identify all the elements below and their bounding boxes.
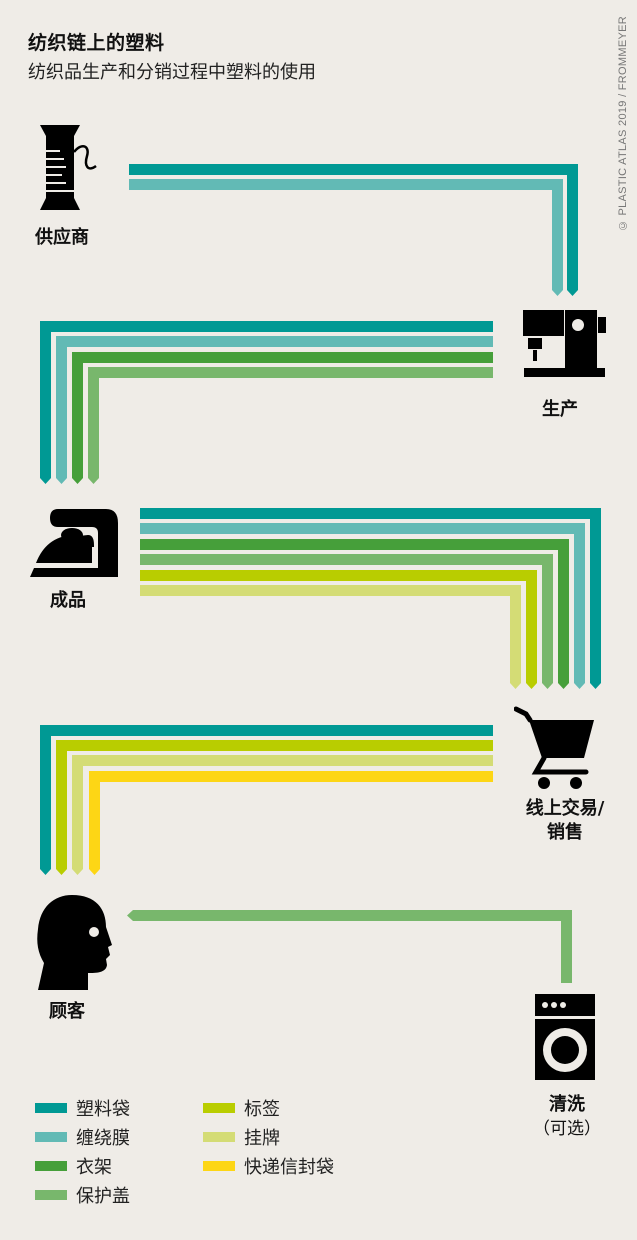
stage-label-online-retail-line2: 销售: [547, 822, 583, 843]
legend-swatch: [203, 1132, 235, 1142]
stage-label-washing-optional: （可选）: [533, 1119, 601, 1139]
flow-washing-to-customer: [127, 910, 572, 983]
stage-label-washing: 清洗 （可选）: [522, 1093, 612, 1141]
stage-label-customer: 顾客: [49, 1001, 85, 1022]
legend-swatch: [203, 1161, 235, 1171]
thread-spool-icon: [30, 122, 120, 218]
legend-item-hanger: 衣架: [35, 1153, 112, 1179]
legend-swatch: [203, 1103, 235, 1113]
flow-production-to-finished: [40, 321, 493, 484]
legend-label: 标签: [244, 1099, 280, 1120]
head-silhouette-icon: [36, 893, 116, 997]
legend-swatch: [35, 1161, 67, 1171]
flow-finished-to-retail: [140, 508, 601, 689]
legend-item-plastic-bag: 塑料袋: [35, 1095, 130, 1121]
flow-retail-to-customer: [40, 725, 493, 875]
legend-label: 挂牌: [244, 1128, 280, 1149]
legend-swatch: [35, 1190, 67, 1200]
page-title: 纺织链上的塑料: [28, 32, 165, 54]
legend-swatch: [35, 1132, 67, 1142]
legend-label: 保护盖: [76, 1186, 130, 1207]
stage-label-online-retail-line1: 线上交易/: [525, 798, 605, 819]
flow-supplier-to-production: [129, 164, 578, 296]
stage-label-washing-main: 清洗: [549, 1094, 585, 1115]
stage-label-finished-goods: 成品: [50, 590, 86, 611]
legend-label: 塑料袋: [76, 1099, 130, 1120]
legend-label: 衣架: [76, 1157, 112, 1178]
legend-item-hang-tag: 挂牌: [203, 1124, 280, 1150]
legend-item-mailer-bag: 快递信封袋: [203, 1153, 334, 1179]
legend-item-wrap-film: 缠绕膜: [35, 1124, 130, 1150]
stage-label-supplier: 供应商: [35, 227, 89, 248]
legend-swatch: [35, 1103, 67, 1113]
legend-item-label-tag: 标签: [203, 1095, 280, 1121]
iron-icon: [28, 505, 123, 581]
page-subtitle: 纺织品生产和分销过程中塑料的使用: [28, 62, 316, 83]
shopping-cart-icon: [513, 706, 599, 796]
legend-label: 缠绕膜: [76, 1128, 130, 1149]
legend-label: 快递信封袋: [244, 1157, 334, 1178]
sewing-machine-icon: [521, 308, 607, 384]
stage-label-online-retail: 线上交易/ 销售: [510, 797, 620, 845]
washing-machine-icon: [535, 994, 597, 1086]
legend-item-protective-cover: 保护盖: [35, 1182, 130, 1208]
stage-label-production: 生产: [542, 399, 578, 420]
